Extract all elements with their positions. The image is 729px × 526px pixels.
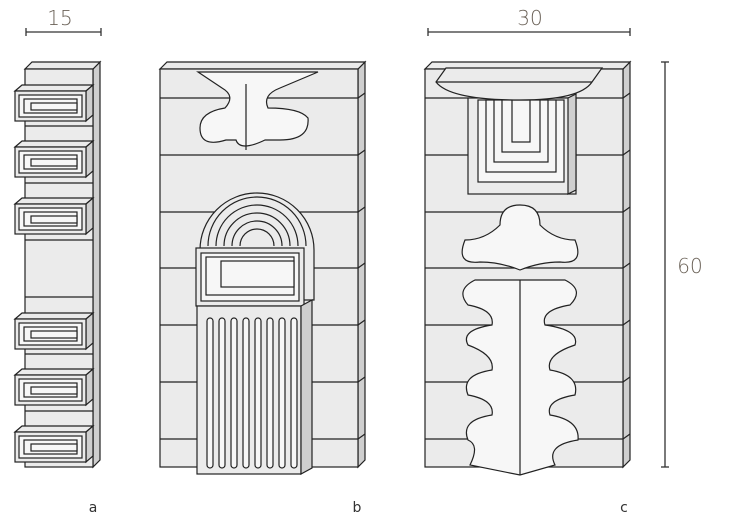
recessed-box [13,83,95,123]
dimension-label-30: 30 [517,6,542,30]
block-joint-edge [357,206,366,213]
block-joint-edge [622,92,631,99]
recessed-box [13,311,95,351]
dimension-label-15: 15 [47,6,72,30]
flute [266,317,274,469]
capital-ornament-b [196,71,319,150]
flute [254,317,262,469]
block-joint-edge [622,206,631,213]
arch-niche [195,192,315,307]
caption-b: b [353,500,362,516]
panel-b [158,60,367,476]
flute [218,317,226,469]
capital-block-c [435,67,604,195]
recessed-box [13,367,95,407]
recessed-box [13,424,95,464]
recessed-box [13,139,95,179]
wavy-ornament-c [461,204,579,476]
dimension-15: 15 [25,6,102,36]
caption-c: c [620,500,628,516]
fluted-column [196,298,313,476]
block-joint-edge [622,319,631,326]
block-joint-edge [357,92,366,99]
block-joint-edge [357,319,366,326]
block-joint-edge [622,433,631,440]
panel-a [13,60,102,469]
caption-a: a [89,500,98,516]
block-joint-edge [357,149,366,156]
flute [230,317,238,469]
block-joint-edge [622,376,631,383]
block-joint-edge [622,262,631,269]
flute [290,317,298,469]
flute [206,317,214,469]
dimension-30: 30 [427,6,631,36]
block-joint-edge [622,149,631,156]
block-joint-edge [357,376,366,383]
block-joint-edge [357,433,366,440]
flute [242,317,250,469]
recessed-box [13,196,95,236]
flute [278,317,286,469]
dimension-60: 60 [661,61,703,468]
panel-c [423,60,632,476]
block-joint-edge [357,262,366,269]
dimension-label-60: 60 [677,254,702,278]
